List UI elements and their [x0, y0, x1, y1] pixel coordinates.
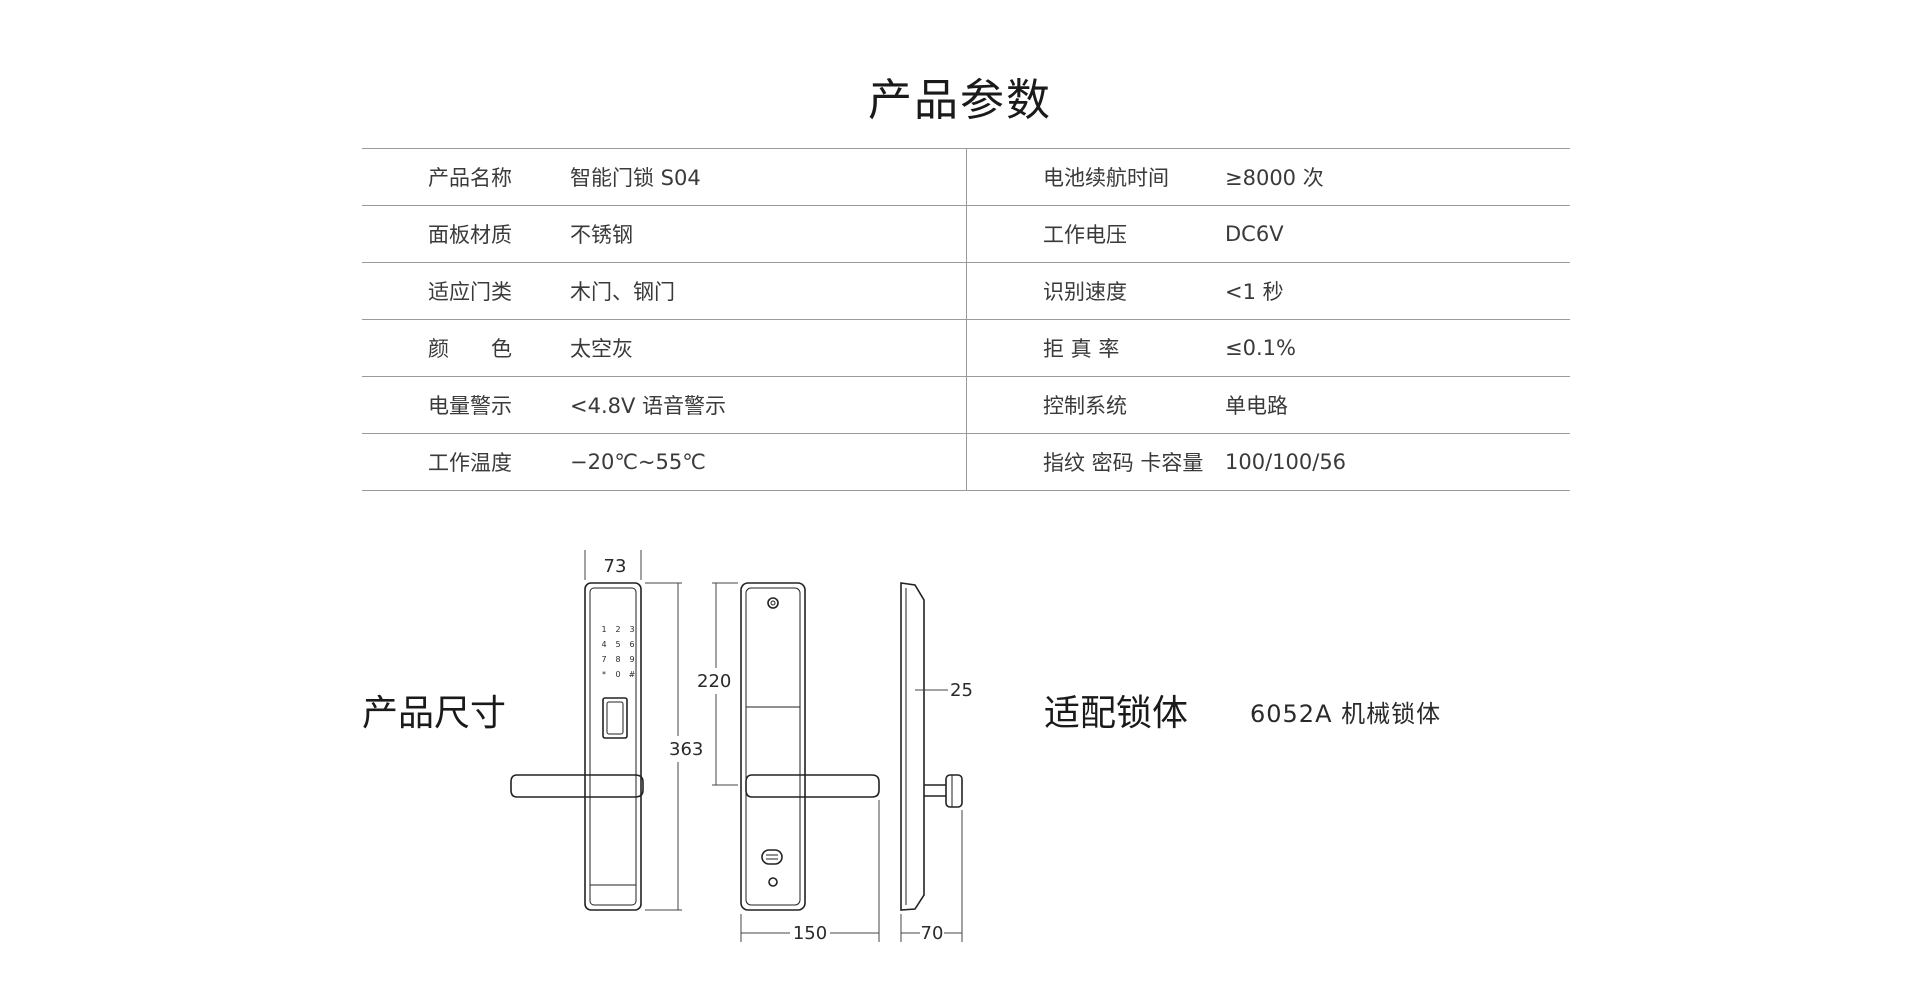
battery-cover-icon	[761, 849, 783, 887]
spec-label: 颜 色	[428, 337, 512, 361]
keypad-key: 3	[629, 625, 634, 634]
spec-row: 面板材质 不锈钢 工作电压 DC6V	[362, 206, 1570, 263]
spec-value: 单电路	[1225, 394, 1288, 418]
spec-label: 识别速度	[1043, 280, 1127, 304]
spec-row: 电量警示 <4.8V 语音警示 控制系统 单电路	[362, 377, 1570, 434]
spec-value: <1 秒	[1225, 280, 1284, 304]
dimension-handle-offset: 220	[697, 671, 731, 692]
dimension-handle-depth: 70	[921, 923, 944, 944]
dimension-width: 73	[604, 556, 627, 577]
spec-row: 颜 色 太空灰 拒 真 率 ≤0.1%	[362, 320, 1570, 377]
dimension-height: 363	[669, 739, 703, 760]
spec-label: 产品名称	[428, 166, 512, 190]
lock-body-value: 6052A 机械锁体	[1250, 700, 1442, 728]
spec-value: ≥8000 次	[1225, 166, 1324, 190]
spec-label: 面板材质	[428, 223, 512, 247]
spec-value: DC6V	[1225, 222, 1284, 246]
spec-cell-right: 工作电压 DC6V	[967, 206, 1570, 262]
spec-value: −20℃~55℃	[570, 450, 706, 474]
spec-value: 不锈钢	[570, 223, 633, 247]
keypad-key: *	[602, 670, 606, 679]
spec-cell-left: 适应门类 木门、钢门	[362, 263, 967, 319]
spec-row: 产品名称 智能门锁 S04 电池续航时间 ≥8000 次	[362, 149, 1570, 206]
keypad-key: 4	[601, 640, 606, 649]
back-view-panel	[740, 582, 806, 911]
keypad-key: 9	[629, 655, 634, 664]
spec-label: 控制系统	[1043, 394, 1127, 418]
back-handle	[745, 774, 880, 798]
spec-value: 智能门锁 S04	[570, 166, 701, 190]
spec-table: 产品名称 智能门锁 S04 电池续航时间 ≥8000 次 面板材质 不锈钢 工作…	[362, 148, 1570, 491]
keypad-key: 8	[615, 655, 620, 664]
fingerprint-sensor-icon	[602, 697, 628, 739]
spec-cell-left: 工作温度 −20℃~55℃	[362, 434, 967, 490]
spec-cell-right: 拒 真 率 ≤0.1%	[967, 320, 1570, 376]
dimensions-label: 产品尺寸	[362, 693, 507, 734]
front-handle	[510, 774, 644, 798]
dimension-handle-length: 150	[793, 923, 827, 944]
dimension-thickness: 25	[950, 680, 973, 701]
page-title: 产品参数	[868, 75, 1052, 126]
spec-row: 工作温度 −20℃~55℃ 指纹 密码 卡容量 100/100/56	[362, 434, 1570, 491]
spec-cell-right: 控制系统 单电路	[967, 377, 1570, 433]
spec-label: 工作温度	[428, 451, 512, 475]
keypad-key: 1	[601, 625, 606, 634]
spec-value: 木门、钢门	[570, 280, 675, 304]
spec-label: 电量警示	[428, 394, 512, 418]
spec-label: 指纹 密码 卡容量	[1043, 451, 1204, 475]
spec-cell-left: 颜 色 太空灰	[362, 320, 967, 376]
keypad-key: #	[629, 670, 636, 679]
spec-cell-left: 面板材质 不锈钢	[362, 206, 967, 262]
spec-value: 太空灰	[570, 337, 633, 361]
spec-cell-right: 电池续航时间 ≥8000 次	[967, 149, 1570, 205]
spec-label: 拒 真 率	[1043, 337, 1120, 361]
keypad-key: 6	[629, 640, 634, 649]
spec-label: 工作电压	[1043, 223, 1127, 247]
spec-cell-left: 产品名称 智能门锁 S04	[362, 149, 967, 205]
spec-value: <4.8V 语音警示	[570, 394, 727, 418]
keypad-key: 5	[615, 640, 620, 649]
spec-cell-left: 电量警示 <4.8V 语音警示	[362, 377, 967, 433]
keypad: 1 2 3 4 5 6 7 8 9 * 0 #	[601, 625, 635, 679]
spec-cell-right: 指纹 密码 卡容量 100/100/56	[967, 434, 1570, 490]
front-view-panel	[584, 582, 642, 911]
spec-value: 100/100/56	[1225, 450, 1347, 474]
spec-label: 适应门类	[428, 280, 512, 304]
spec-label: 电池续航时间	[1043, 166, 1169, 190]
spec-row: 适应门类 木门、钢门 识别速度 <1 秒	[362, 263, 1570, 320]
side-view-knob	[924, 774, 963, 808]
keypad-key: 2	[615, 625, 620, 634]
keypad-key: 7	[601, 655, 606, 664]
lock-body-label: 适配锁体	[1044, 693, 1189, 734]
spec-cell-right: 识别速度 <1 秒	[967, 263, 1570, 319]
spec-value: ≤0.1%	[1225, 336, 1296, 360]
side-view-panel	[900, 582, 925, 911]
keypad-key: 0	[615, 670, 620, 679]
